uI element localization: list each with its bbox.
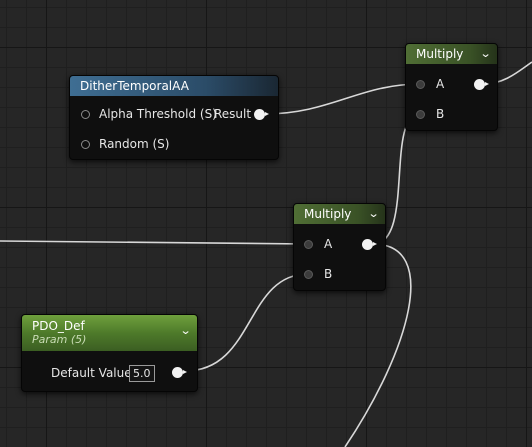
- multiply-mid-node[interactable]: Multiply ⌄ A B: [293, 203, 386, 291]
- dither-node-title: DitherTemporalAA: [80, 79, 189, 93]
- pdo-def-subtitle: Param (5): [32, 333, 87, 346]
- output-pin-icon[interactable]: [474, 79, 489, 90]
- wire-left-to-multiply-mid-a[interactable]: [0, 240, 309, 245]
- input-pin-icon[interactable]: [304, 240, 313, 249]
- pdo-def-param-node[interactable]: PDO_Def Param (5) ⌄ Default Value 5.0: [21, 314, 198, 392]
- input-pin-icon[interactable]: [416, 110, 425, 119]
- output-pin-icon[interactable]: [362, 239, 377, 250]
- multiply-mid-header[interactable]: Multiply ⌄: [294, 204, 385, 224]
- wire-pdo-to-multiply-mid-b[interactable]: [184, 273, 309, 372]
- multiply-mid-input-a: A: [324, 237, 333, 251]
- chevron-down-icon[interactable]: ⌄: [179, 324, 192, 337]
- wire-dither-to-multiply-top-a[interactable]: [264, 83, 421, 115]
- multiply-top-input-a: A: [436, 77, 445, 91]
- chevron-down-icon[interactable]: ⌄: [479, 47, 492, 60]
- input-pin-icon[interactable]: [81, 110, 90, 119]
- multiply-top-header[interactable]: Multiply ⌄: [406, 44, 497, 64]
- wire-multiply-mid-out-down[interactable]: [344, 243, 412, 447]
- pdo-def-title: PDO_Def: [32, 319, 85, 333]
- multiply-mid-title: Multiply: [304, 207, 352, 221]
- dither-output-result: Result: [214, 107, 252, 121]
- dither-input-alpha-threshold: Alpha Threshold (S): [99, 107, 217, 121]
- output-pin-icon[interactable]: [172, 367, 187, 378]
- pdo-def-header[interactable]: PDO_Def Param (5) ⌄: [22, 315, 197, 351]
- input-pin-icon[interactable]: [81, 140, 90, 149]
- input-pin-icon[interactable]: [304, 270, 313, 279]
- multiply-mid-input-b: B: [324, 267, 333, 281]
- input-pin-icon[interactable]: [416, 80, 425, 89]
- multiply-top-node[interactable]: Multiply ⌄ A B: [405, 43, 498, 131]
- chevron-down-icon[interactable]: ⌄: [367, 207, 380, 220]
- dither-node-header[interactable]: DitherTemporalAA: [70, 76, 278, 96]
- dither-temporal-aa-node[interactable]: DitherTemporalAA Alpha Threshold (S) Res…: [69, 75, 279, 160]
- dither-input-random: Random (S): [99, 137, 170, 151]
- pdo-def-default-value-field[interactable]: 5.0: [129, 365, 155, 382]
- output-pin-icon[interactable]: [254, 109, 269, 120]
- multiply-top-input-b: B: [436, 107, 445, 121]
- pdo-def-default-value-label: Default Value: [51, 366, 132, 380]
- multiply-top-title: Multiply: [416, 47, 464, 61]
